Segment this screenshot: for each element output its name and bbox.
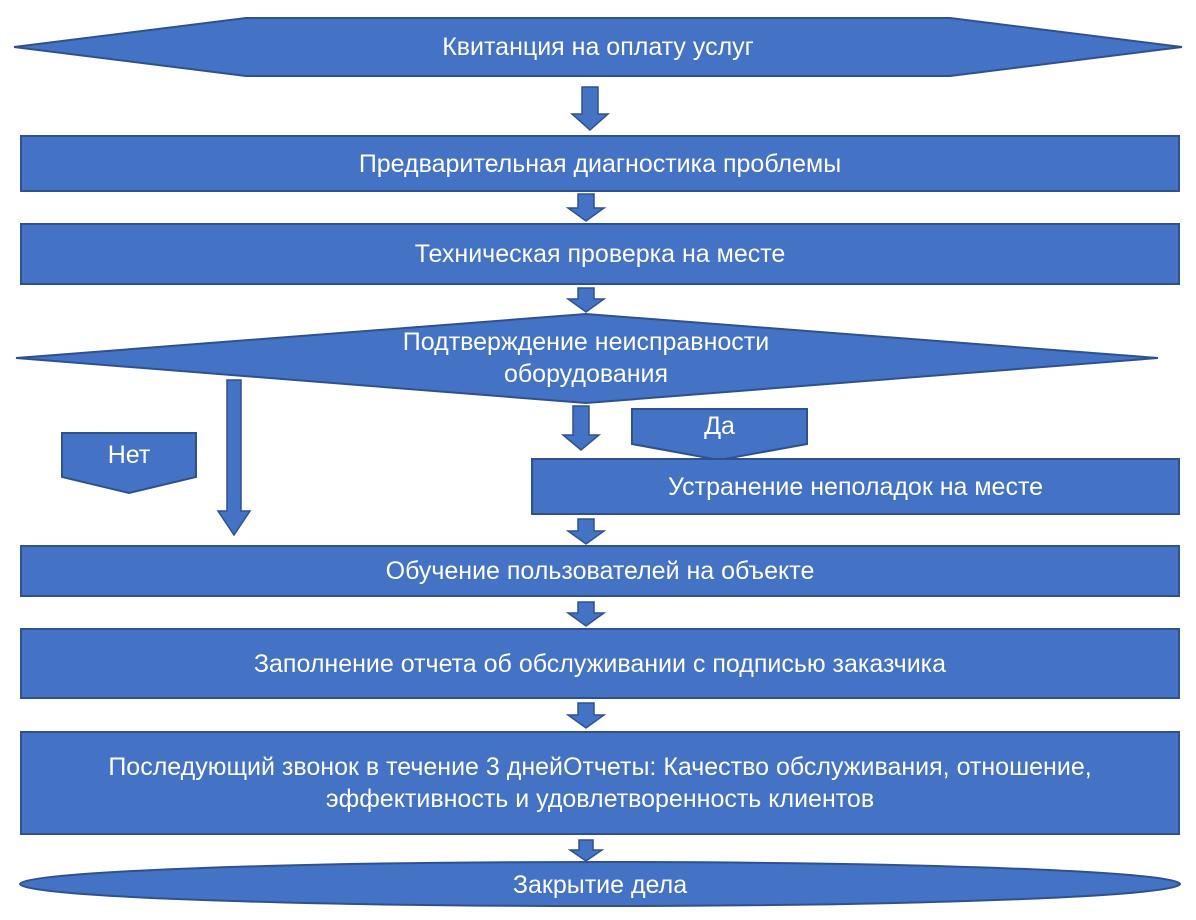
- process-box-report-label: Заполнение отчета об обслуживании с подп…: [253, 649, 947, 678]
- arrow-diagnosis-to-check: [565, 193, 607, 222]
- yes-banner-shape: [631, 408, 808, 462]
- process-box-followup: Последующий звонок в течение 3 днейОтчет…: [20, 731, 1180, 835]
- arrow-fix-to-training: [565, 518, 607, 545]
- no-banner-shape: [61, 432, 197, 495]
- process-box-fix: Устранение неполадок на месте: [531, 458, 1180, 515]
- start-hexagon-shape: [13, 17, 1183, 77]
- arrow-followup-to-end: [567, 839, 605, 862]
- decision-diamond-shape: [15, 312, 1159, 405]
- arrow-decision-yes-to-fix: [560, 405, 602, 451]
- process-box-diagnosis: Предварительная диагностика проблемы: [20, 135, 1180, 192]
- process-box-onsite-check-label: Техническая проверка на месте: [414, 240, 786, 268]
- process-box-followup-label: Последующий звонок в течение 3 днейОтчет…: [108, 753, 1092, 813]
- arrow-start-to-diagnosis: [570, 86, 610, 132]
- arrow-training-to-report: [565, 601, 607, 627]
- process-box-diagnosis-label: Предварительная диагностика проблемы: [358, 149, 842, 178]
- end-ellipse-shape: [19, 861, 1181, 907]
- process-box-report: Заполнение отчета об обслуживании с подп…: [20, 628, 1180, 699]
- arrow-report-to-followup: [565, 702, 607, 729]
- arrow-decision-no-to-training: [216, 379, 252, 537]
- arrow-check-to-decision: [565, 287, 607, 313]
- process-box-training: Обучение пользователей на объекте: [20, 545, 1180, 597]
- process-box-fix-label: Устранение неполадок на месте: [667, 472, 1044, 501]
- process-box-training-label: Обучение пользователей на объекте: [385, 557, 815, 585]
- process-box-onsite-check: Техническая проверка на месте: [20, 223, 1180, 285]
